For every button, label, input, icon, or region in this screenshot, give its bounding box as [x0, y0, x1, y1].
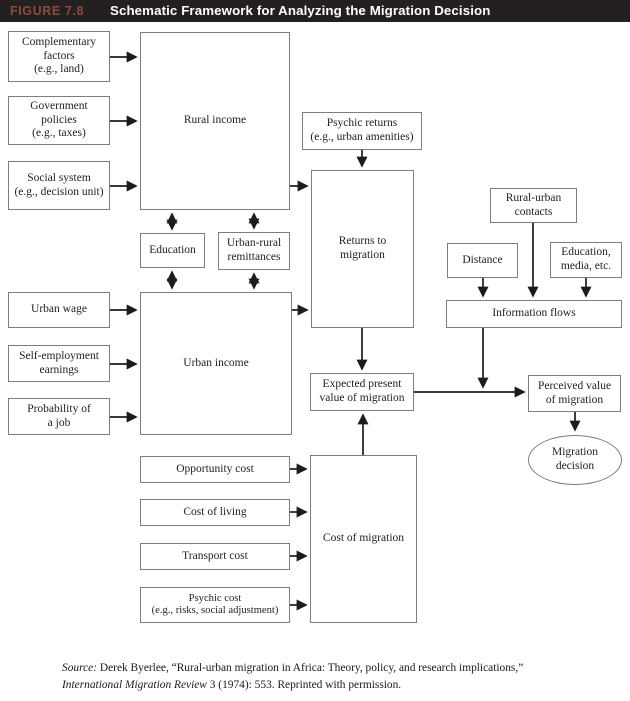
- node-urban-rural-remittances: Urban-rural remittances: [218, 232, 290, 270]
- source-label: Source:: [62, 662, 98, 674]
- node-psychic-cost: Psychic cost (e.g., risks, social adjust…: [140, 587, 290, 623]
- node-information-flows: Information flows: [446, 300, 622, 328]
- node-cost-of-living: Cost of living: [140, 499, 290, 526]
- node-social-system: Social system (e.g., decision unit): [8, 161, 110, 210]
- node-education-media: Education, media, etc.: [550, 242, 622, 278]
- node-expected-present-value: Expected present value of migration: [310, 373, 414, 411]
- node-government-policies: Government policies (e.g., taxes): [8, 96, 110, 145]
- node-psychic-returns: Psychic returns (e.g., urban amenities): [302, 112, 422, 150]
- node-rural-income: Rural income: [140, 32, 290, 210]
- figure-header-bar: FIGURE 7.8 Schematic Framework for Analy…: [0, 0, 630, 22]
- node-probability-of-a-job: Probability of a job: [8, 398, 110, 435]
- node-self-employment-earnings: Self-employment earnings: [8, 345, 110, 382]
- node-perceived-value: Perceived value of migration: [528, 375, 621, 412]
- source-line1: Derek Byerlee, “Rural-urban migration in…: [97, 662, 524, 674]
- figure-title: Schematic Framework for Analyzing the Mi…: [110, 3, 491, 18]
- node-transport-cost: Transport cost: [140, 543, 290, 570]
- source-journal: International Migration Review: [62, 679, 207, 692]
- node-complementary-factors: Complementary factors (e.g., land): [8, 31, 110, 82]
- node-migration-decision: Migration decision: [528, 435, 622, 485]
- node-education: Education: [140, 233, 205, 268]
- node-rural-urban-contacts: Rural-urban contacts: [490, 188, 577, 223]
- source-line2: 3 (1974): 553. Reprinted with permission…: [206, 679, 402, 692]
- source-citation: Source: Derek Byerlee, “Rural-urban migr…: [62, 660, 602, 694]
- node-urban-wage: Urban wage: [8, 292, 110, 328]
- node-urban-income: Urban income: [140, 292, 292, 435]
- node-cost-of-migration: Cost of migration: [310, 455, 417, 623]
- node-distance: Distance: [447, 243, 518, 278]
- node-returns-to-migration: Returns to migration: [311, 170, 414, 328]
- node-opportunity-cost: Opportunity cost: [140, 456, 290, 483]
- figure-number-label: FIGURE 7.8: [10, 4, 85, 18]
